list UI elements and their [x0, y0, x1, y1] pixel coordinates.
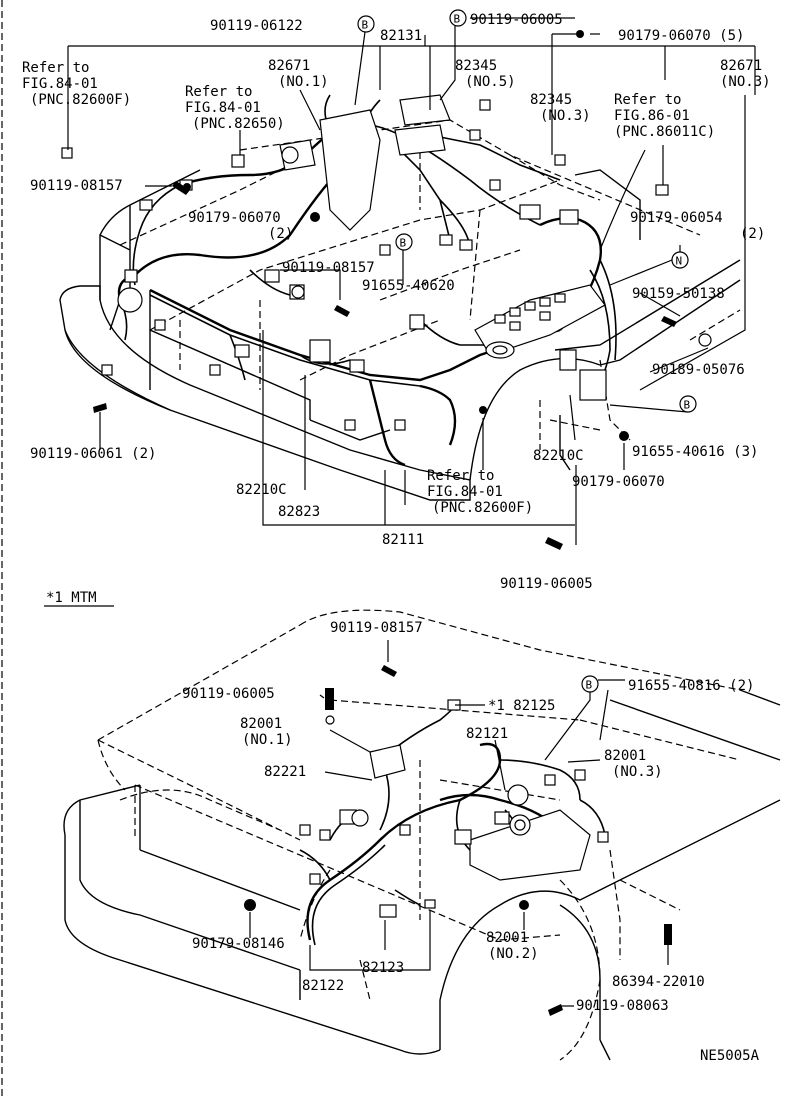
upper-car-body — [59, 119, 741, 501]
label-82121: 82121 — [466, 726, 508, 742]
label-82131: 82131 — [380, 28, 422, 44]
marker-b-lower — [581, 675, 599, 693]
ref-fig84-01-a-line2: FIG.84-01 — [22, 76, 98, 92]
ref-fig86-01-line3: (PNC.86011C) — [614, 124, 715, 140]
label-82671-no1: 82671 — [268, 58, 310, 74]
label-90119-06005-top: 90119-06005 — [470, 12, 563, 28]
label-82001-no1-sub: (NO.1) — [242, 732, 293, 748]
label-82345-no3-sub: (NO.3) — [540, 108, 591, 124]
svg-text:N: N — [676, 255, 683, 268]
upper-labels: 90119-06122 82131 90119-06005 90179-0607… — [22, 12, 771, 592]
upper-components — [61, 94, 669, 431]
label-82001-no2: 82001 — [486, 930, 528, 946]
upper-leader-lines — [67, 17, 756, 545]
label-90119-08157-left: 90119-08157 — [30, 178, 123, 194]
svg-text:B: B — [454, 13, 461, 26]
ref-fig84-01-b-line3: (PNC.82650) — [192, 116, 285, 132]
label-82001-no1: 82001 — [240, 716, 282, 732]
lower-car-body — [63, 609, 781, 1061]
label-90179-06070-low: 90179-06070 — [572, 474, 665, 490]
label-82001-no3: 82001 — [604, 748, 646, 764]
label-90159-50138: 90159-50138 — [632, 286, 725, 302]
label-90119-06061: 90119-06061 (2) — [30, 446, 156, 462]
diagram-id: NE5005A — [700, 1048, 760, 1064]
upper-fasteners — [93, 30, 712, 550]
ref-fig84-01-b-line1: Refer to — [185, 84, 252, 100]
label-90179-06070-5: 90179-06070 (5) — [618, 28, 744, 44]
ref-fig84-01-a-line1: Refer to — [22, 60, 89, 76]
marker-b-3 — [395, 233, 413, 251]
ref-fig86-01-line2: FIG.86-01 — [614, 108, 690, 124]
label-82671-no3-sub: (NO.3) — [720, 74, 771, 90]
ref-fig84-01-c-line2: FIG.84-01 — [427, 484, 503, 500]
label-82125: *1 82125 — [488, 698, 555, 714]
label-90119-06005-low: 90119-06005 — [500, 576, 593, 592]
label-90179-08146: 90179-08146 — [192, 936, 285, 952]
svg-text:B: B — [586, 679, 593, 692]
label-82221: 82221 — [264, 764, 306, 780]
label-82122: 82122 — [302, 978, 344, 994]
ref-fig84-01-c-line1: Refer to — [427, 468, 494, 484]
lower-components — [299, 699, 609, 918]
label-91655-40816: 91655-40816 (2) — [628, 678, 754, 694]
label-90179-06054-qty: (2) — [740, 226, 765, 242]
label-82123: 82123 — [362, 960, 404, 976]
label-82001-no2-sub: (NO.2) — [488, 946, 539, 962]
upper-wire-harness — [117, 94, 617, 467]
svg-text:B: B — [400, 237, 407, 250]
lower-labels: 90119-08157 90119-06005 *1 82125 91655-4… — [182, 620, 754, 1014]
label-86394-22010: 86394-22010 — [612, 974, 705, 990]
label-82345-no3: 82345 — [530, 92, 572, 108]
label-90119-06122: 90119-06122 — [210, 18, 303, 34]
label-91655-40620: 91655-40620 — [362, 278, 455, 294]
label-90119-08157: 90119-08157 — [330, 620, 423, 636]
label-90189-05076: 90189-05076 — [652, 362, 745, 378]
marker-b-2 — [449, 9, 467, 27]
label-90119-08157-mid: 90119-08157 — [282, 260, 375, 276]
label-90179-06070-2-qty: (2) — [268, 226, 293, 242]
label-82671-no1-sub: (NO.1) — [278, 74, 329, 90]
label-82111: 82111 — [382, 532, 424, 548]
label-82671-no3: 82671 — [720, 58, 762, 74]
label-82210c-left: 82210C — [236, 482, 287, 498]
variant-note: *1 MTM — [46, 590, 97, 606]
label-82823: 82823 — [278, 504, 320, 520]
ref-fig86-01-line1: Refer to — [614, 92, 681, 108]
label-91655-40616: 91655-40616 (3) — [632, 444, 758, 460]
svg-text:B: B — [362, 19, 369, 32]
label-82210c-right: 82210C — [533, 448, 584, 464]
label-82001-no3-sub: (NO.3) — [612, 764, 663, 780]
svg-text:B: B — [684, 399, 691, 412]
marker-b-4 — [679, 395, 697, 413]
ref-fig84-01-a-line3: (PNC.82600F) — [30, 92, 131, 108]
label-90179-06054: 90179-06054 — [630, 210, 723, 226]
marker-n — [671, 251, 689, 269]
label-90119-06005: 90119-06005 — [182, 686, 275, 702]
marker-b-1 — [357, 15, 375, 33]
upper-markers: B B B N B — [357, 9, 697, 413]
lower-fasteners — [244, 665, 672, 1016]
lower-leader-lines — [249, 640, 669, 1007]
ref-fig84-01-b-line2: FIG.84-01 — [185, 100, 261, 116]
label-82345-no5: 82345 — [455, 58, 497, 74]
label-90119-08063: 90119-08063 — [576, 998, 669, 1014]
ref-fig84-01-c-line3: (PNC.82600F) — [432, 500, 533, 516]
label-82345-no5-sub: (NO.5) — [465, 74, 516, 90]
label-90179-06070-2: 90179-06070 — [188, 210, 281, 226]
